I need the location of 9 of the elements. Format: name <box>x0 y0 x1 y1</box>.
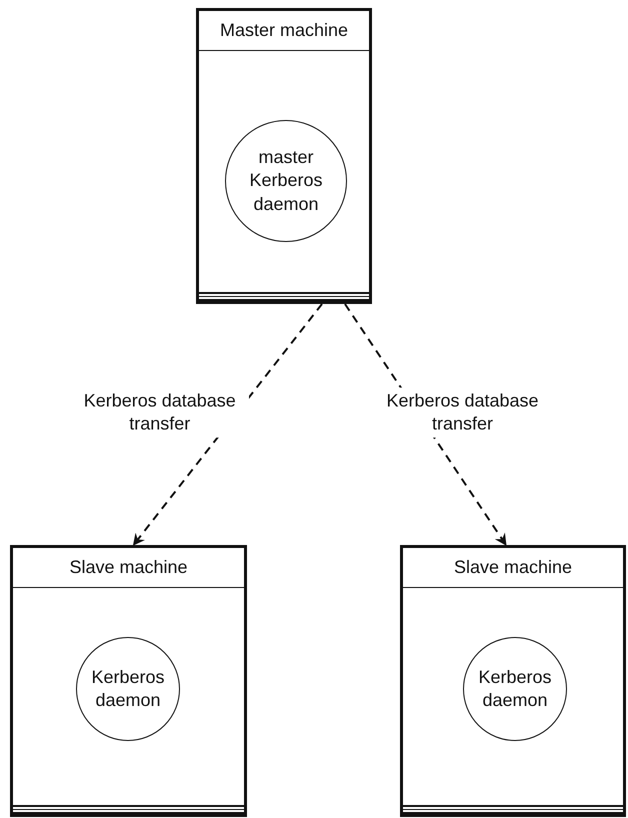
machine-box <box>196 8 372 304</box>
machine-title: Slave machine <box>454 557 572 578</box>
machine-box <box>400 545 626 817</box>
machine-title: Master machine <box>220 20 348 41</box>
machine-box <box>10 545 247 817</box>
daemon-circle: master Kerberos daemon <box>225 120 347 242</box>
daemon-circle: Kerberos daemon <box>463 637 567 741</box>
daemon-circle: Kerberos daemon <box>76 637 180 741</box>
machine-title: Slave machine <box>69 557 188 578</box>
